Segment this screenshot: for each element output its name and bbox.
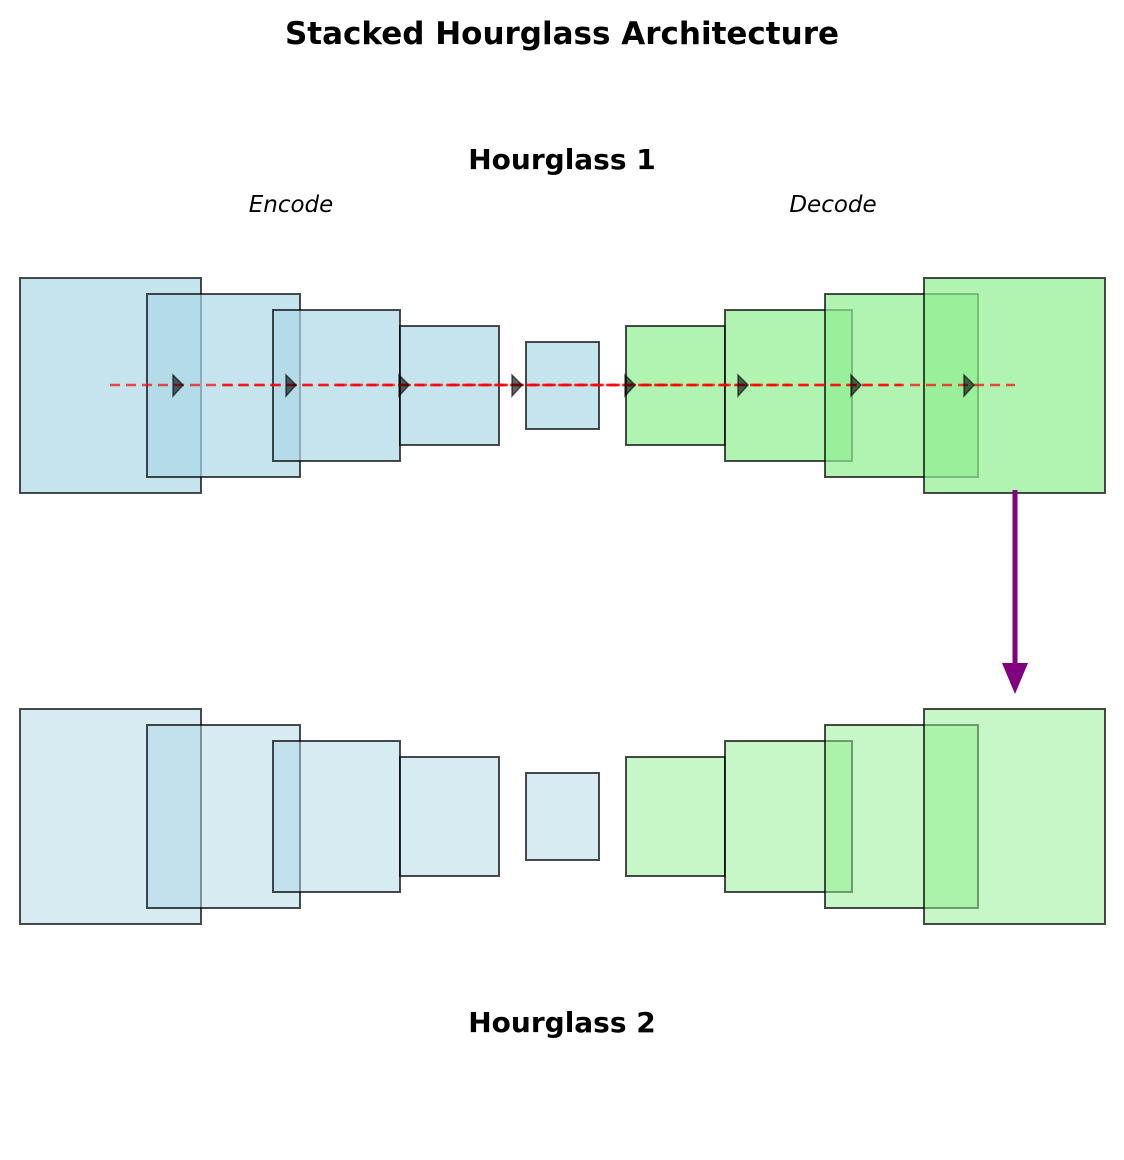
hourglass-2-decoder-block: [625, 756, 726, 877]
hourglass-2-bottleneck-block: [525, 772, 600, 861]
hourglass-2-encoder-block: [272, 740, 401, 893]
hourglass-2-label: Hourglass 2: [468, 1006, 656, 1039]
flow-arrow-icon: [511, 373, 524, 398]
decode-label: Decode: [789, 192, 877, 218]
flow-arrow-icon: [850, 373, 863, 398]
encode-label: Encode: [248, 192, 334, 218]
flow-arrow-icon: [172, 373, 185, 398]
flow-arrow-icon: [285, 373, 298, 398]
hourglass-2-decoder-block: [923, 708, 1106, 925]
diagram-title: Stacked Hourglass Architecture: [284, 16, 840, 52]
flow-arrow-icon: [624, 373, 637, 398]
hourglass-1-label: Hourglass 1: [468, 143, 656, 176]
hourglass-2-encoder-block: [399, 756, 500, 877]
flow-arrow-icon: [737, 373, 750, 398]
stack-arrow-head-icon: [1002, 663, 1028, 694]
flow-arrow-icon: [963, 373, 976, 398]
flow-arrow-icon: [398, 373, 411, 398]
